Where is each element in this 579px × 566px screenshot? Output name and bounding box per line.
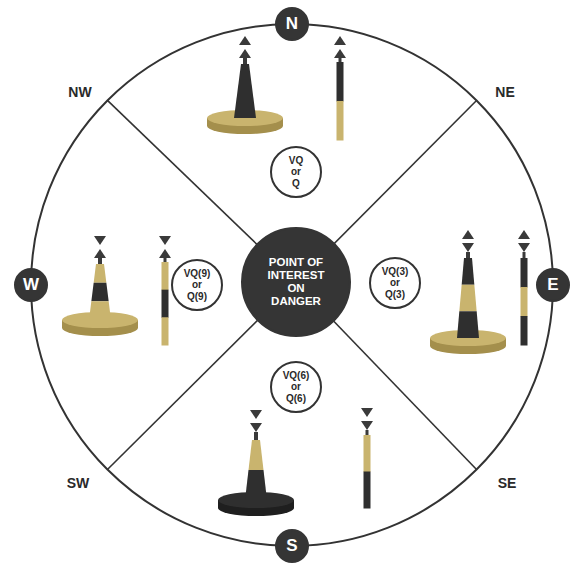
topmark-cone	[250, 423, 262, 432]
buoy-body-band	[94, 264, 107, 283]
compass-point: N	[275, 7, 309, 41]
spar-top	[164, 258, 167, 262]
node-circle	[271, 362, 321, 412]
node-text-block: VQ or Q	[289, 155, 303, 189]
pillar-buoy	[430, 230, 506, 354]
topmark-cone	[518, 230, 530, 239]
compass-point: W	[14, 268, 48, 302]
topmark-cone	[239, 36, 251, 45]
topmark-cone	[94, 236, 106, 245]
node-label: W	[23, 275, 39, 294]
buoy-body-band	[459, 285, 476, 312]
node-circle	[271, 147, 321, 197]
direction-label: NE	[493, 84, 516, 100]
node-circle	[172, 260, 222, 310]
buoy-body-band	[234, 91, 256, 118]
buoy-body-band	[238, 64, 253, 91]
node-circle	[15, 269, 47, 301]
topmark-cone	[159, 236, 171, 245]
topmark-cone	[250, 410, 262, 419]
node-label: E	[547, 275, 558, 294]
spar-top	[523, 252, 526, 258]
pillar-buoy	[218, 410, 294, 516]
direction-label: NW	[66, 84, 93, 100]
topmark-cone	[361, 408, 373, 417]
node-text-block: E	[547, 275, 558, 294]
node-circle	[276, 8, 308, 40]
node-label: VQ or Q	[289, 155, 303, 189]
spar-band	[521, 287, 528, 317]
node-circle	[537, 269, 569, 301]
spar-buoy	[361, 408, 373, 509]
spar-band	[521, 316, 528, 346]
compass-point: S	[275, 529, 309, 563]
topmark-cone	[239, 49, 251, 58]
spar-band	[337, 62, 344, 102]
light-character: VQ or Q	[270, 146, 322, 198]
buoy-body-band	[462, 258, 475, 285]
buoy-top	[98, 258, 102, 264]
node-circle	[276, 530, 308, 562]
buoy-top	[243, 58, 247, 64]
spar-buoy	[159, 236, 171, 346]
pillar-buoy	[207, 36, 283, 134]
buoy-body-band	[457, 311, 479, 338]
topmark-cone	[94, 249, 106, 258]
node-label: S	[286, 536, 297, 555]
node-label: POINT OF INTEREST ON DANGER	[264, 256, 328, 308]
buoy-body-band	[245, 470, 267, 500]
topmark-cone	[462, 230, 474, 239]
buoy-body-band	[91, 283, 108, 302]
spar-band	[162, 317, 169, 345]
compass-ring	[31, 24, 553, 546]
node-text-block: N	[286, 14, 298, 33]
node-text-block: POINT OF INTEREST ON DANGER	[264, 256, 328, 308]
topmark-cone	[518, 243, 530, 252]
node-circle	[242, 228, 350, 336]
spar-band	[521, 258, 528, 288]
spar-top	[366, 430, 369, 435]
node-label: N	[286, 14, 298, 33]
node-text-block: S	[286, 536, 297, 555]
spar-band	[162, 290, 169, 318]
buoy-top	[254, 432, 258, 440]
node-text-block: VQ(9) or Q(9)	[184, 268, 211, 302]
node-label: VQ(9) or Q(9)	[184, 268, 211, 302]
spar-band	[364, 472, 371, 509]
topmark-cone	[334, 49, 346, 58]
direction-label: SW	[65, 475, 92, 491]
spar-band	[162, 262, 169, 290]
topmark-cone	[462, 243, 474, 252]
light-character: VQ(6) or Q(6)	[270, 361, 322, 413]
spar-band	[364, 435, 371, 472]
node-circle	[370, 258, 420, 308]
node-text-block: W	[23, 275, 39, 294]
topmark-cone	[159, 249, 171, 258]
buoy-top	[466, 252, 470, 258]
topmark-cone	[361, 421, 373, 430]
node-label: VQ(6) or Q(6)	[283, 370, 310, 404]
buoy-body-band	[89, 301, 111, 320]
danger-point: POINT OF INTEREST ON DANGER	[241, 227, 351, 337]
node-label: VQ(3) or Q(3)	[382, 266, 409, 300]
spar-buoy	[518, 230, 530, 346]
node-text-block: VQ(6) or Q(6)	[283, 370, 310, 404]
buoy-body-band	[249, 440, 264, 470]
spar-buoy	[334, 36, 346, 141]
light-character: VQ(3) or Q(3)	[369, 257, 421, 309]
light-character: VQ(9) or Q(9)	[171, 259, 223, 311]
direction-label: SE	[496, 475, 519, 491]
node-text-block: VQ(3) or Q(3)	[382, 266, 409, 300]
spar-top	[339, 58, 342, 62]
compass-point: E	[536, 268, 570, 302]
pillar-buoy	[62, 236, 138, 336]
topmark-cone	[334, 36, 346, 45]
spar-band	[337, 101, 344, 141]
